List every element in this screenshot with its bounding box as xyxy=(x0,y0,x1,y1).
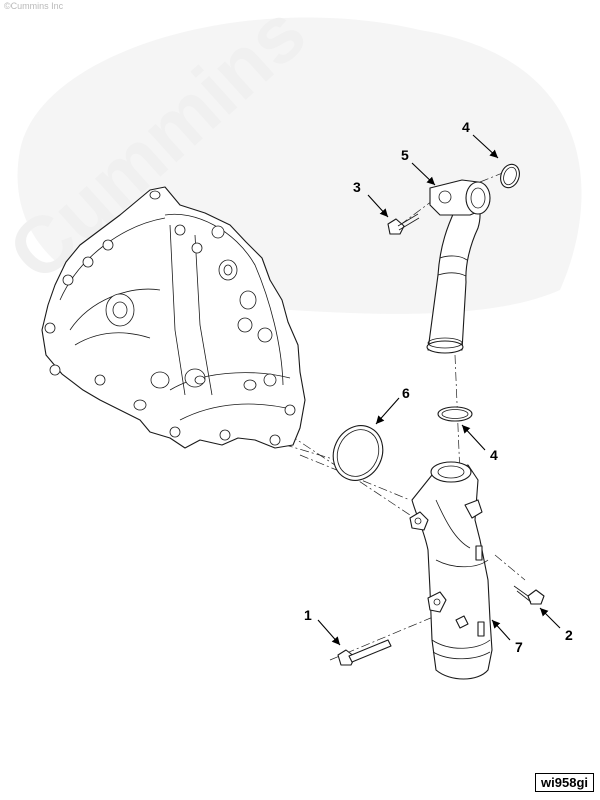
figure-id-label: wi958gi xyxy=(535,773,594,792)
o-ring-small-lower xyxy=(437,406,473,422)
callout-7: 7 xyxy=(515,639,523,655)
bolt-1 xyxy=(337,639,392,666)
o-ring-large xyxy=(332,425,384,481)
bolt-2 xyxy=(513,585,545,605)
callout-2: 2 xyxy=(565,627,573,643)
bolt-3 xyxy=(387,213,420,235)
callout-3: 3 xyxy=(353,179,361,195)
callout-numbers: 1 2 3 4 4 5 6 7 xyxy=(304,119,573,655)
callout-4-upper: 4 xyxy=(462,119,470,135)
upper-connection-tube xyxy=(426,179,491,354)
callout-6: 6 xyxy=(402,385,410,401)
lower-connection-tube xyxy=(409,461,493,680)
copyright-notice: ©Cummins Inc xyxy=(4,1,64,11)
o-ring-small-upper xyxy=(500,163,520,189)
callout-4-lower: 4 xyxy=(490,447,498,463)
callout-leaders xyxy=(317,134,561,646)
callout-1: 1 xyxy=(304,607,312,623)
gear-housing xyxy=(41,186,306,449)
callout-5: 5 xyxy=(401,147,409,163)
